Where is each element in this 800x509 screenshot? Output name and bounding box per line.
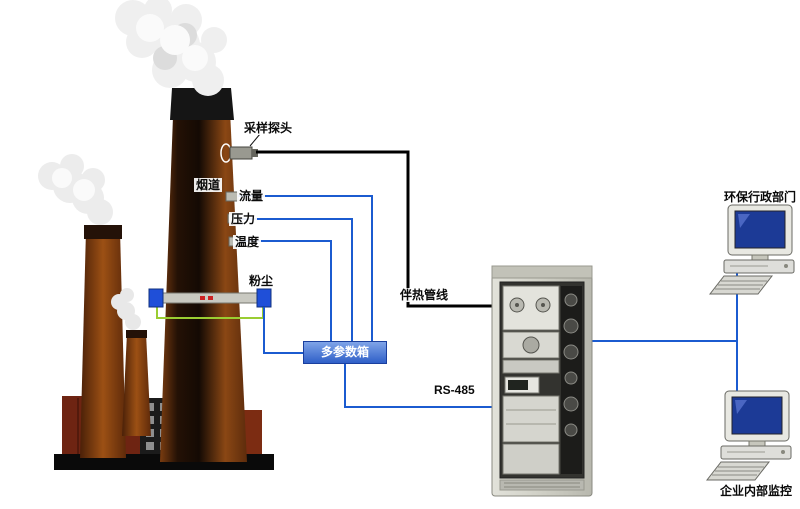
smoke-plume-left (38, 154, 113, 225)
chimney-small (122, 330, 151, 436)
dust-signal-line (263, 307, 304, 354)
label-epa-department: 环保行政部门 (722, 190, 799, 204)
analyzer-cabinet (491, 265, 593, 497)
temperature-signal-line (241, 240, 332, 341)
signal-lines (238, 150, 738, 418)
label-heat-traced-line: 伴热管线 (398, 288, 451, 302)
multi-parameter-box: 多参数箱 (303, 341, 387, 364)
label-sampling-probe: 采样探头 (242, 121, 295, 135)
heat-traced-sample-line (256, 150, 493, 308)
label-temperature: 温度 (233, 235, 262, 249)
label-flue: 烟道 (194, 178, 223, 192)
flow-signal-line (238, 195, 373, 341)
sampling-probe (220, 133, 261, 163)
pressure-signal-line (240, 218, 353, 341)
rs485-line (344, 364, 493, 408)
computer-epa-department (709, 204, 795, 295)
label-pressure: 压力 (229, 212, 258, 226)
label-enterprise-monitoring: 企业内部监控 (718, 484, 795, 498)
chimney-left (80, 225, 126, 458)
label-flow: 流量 (237, 189, 266, 203)
smoke-plume-main (115, 0, 227, 96)
chimney-main (160, 88, 247, 462)
label-dust: 粉尘 (247, 274, 276, 288)
label-rs485: RS-485 (432, 383, 477, 397)
smoke-plume-small (111, 288, 141, 330)
computer-enterprise-monitoring (706, 390, 792, 481)
